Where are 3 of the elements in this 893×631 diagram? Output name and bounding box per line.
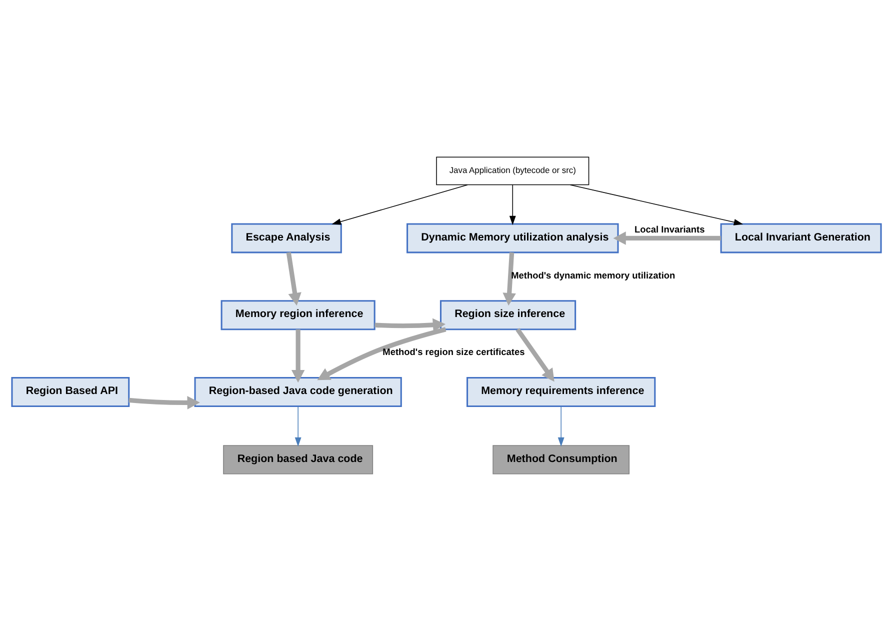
edge-label: Local Invariants — [634, 224, 705, 235]
edge-label: Method's dynamic memory utilization — [511, 270, 676, 280]
edge-label: Method's region size certificates — [382, 347, 525, 358]
